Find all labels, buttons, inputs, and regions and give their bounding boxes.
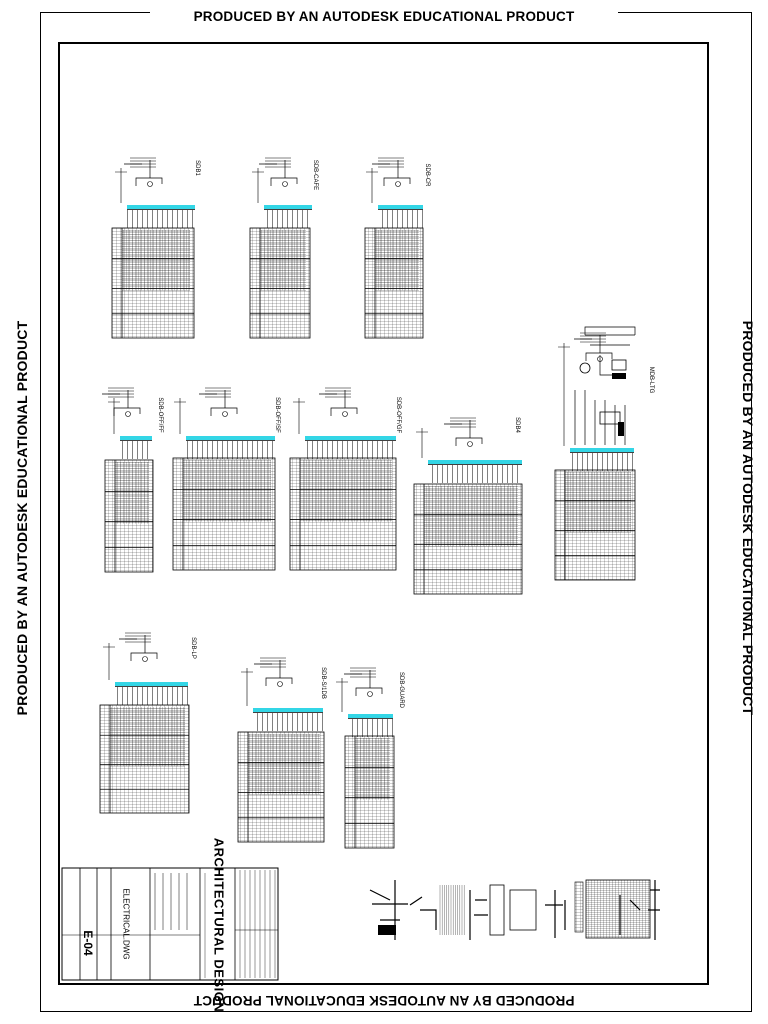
legend-and-details: [369, 879, 660, 940]
panel-sdb-lp: [99, 632, 190, 814]
panel-sdb-guard: [336, 667, 395, 849]
panel-sdb-offsf: [172, 387, 276, 571]
panel-tag-sdb-cr: SDB-CR: [424, 163, 430, 187]
panel-tag-sdb-offgf: SDB-OFF/GF: [395, 396, 401, 434]
watermark-left: PRODUCED BY AN AUTODESK EDUCATIONAL PROD…: [14, 320, 30, 716]
title-block-firm-name: ARCHITECTURAL DESIGN: [211, 837, 227, 1013]
main-distribution-board-diagram: [574, 326, 636, 445]
watermark-top-band: [150, 8, 618, 26]
panel-sdb-offgf: [289, 387, 397, 571]
panel-sdb-s: [237, 657, 325, 843]
title-block: [61, 867, 279, 981]
panel-sdb-offf: [102, 387, 154, 573]
panel-tag-sdb-s: SDB-S/1DB: [320, 667, 326, 699]
title-block-drawing-name: ELECTRICAL.DWG: [121, 888, 131, 960]
watermark-right: PRODUCED BY AN AUTODESK EDUCATIONAL PROD…: [740, 320, 756, 716]
panel-sdb1: [111, 157, 195, 339]
panel-tag-sdb-cafe: SDB-CAFE: [312, 159, 318, 191]
panel-mdb: [554, 332, 636, 581]
panel-tag-sdb-offsf: SDB-OFF/SF: [274, 397, 280, 433]
title-block-sheet-number: E-04: [81, 930, 95, 956]
watermark-top: PRODUCED BY AN AUTODESK EDUCATIONAL PROD…: [193, 9, 575, 24]
panel-tag-sdb1: SDB1: [194, 160, 200, 176]
sheet-inner-border: [58, 42, 709, 985]
panel-tag-sdb-guard: SDB-GUARD: [398, 671, 404, 709]
panel-sdb-cr: [364, 157, 424, 339]
panel-sdb-cafe: [249, 157, 312, 339]
panel-tag-mdb: MDB-LTG: [648, 366, 654, 394]
panel-tag-sdb4: SDB4: [514, 417, 520, 433]
panel-sdb4: [413, 417, 523, 595]
watermark-bottom: PRODUCED BY AN AUTODESK EDUCATIONAL PROD…: [193, 993, 575, 1008]
panel-tag-sdb-lp: SDB-LP: [190, 637, 196, 659]
panel-tag-sdb-offf: SDB-OFF/FF: [157, 397, 163, 433]
